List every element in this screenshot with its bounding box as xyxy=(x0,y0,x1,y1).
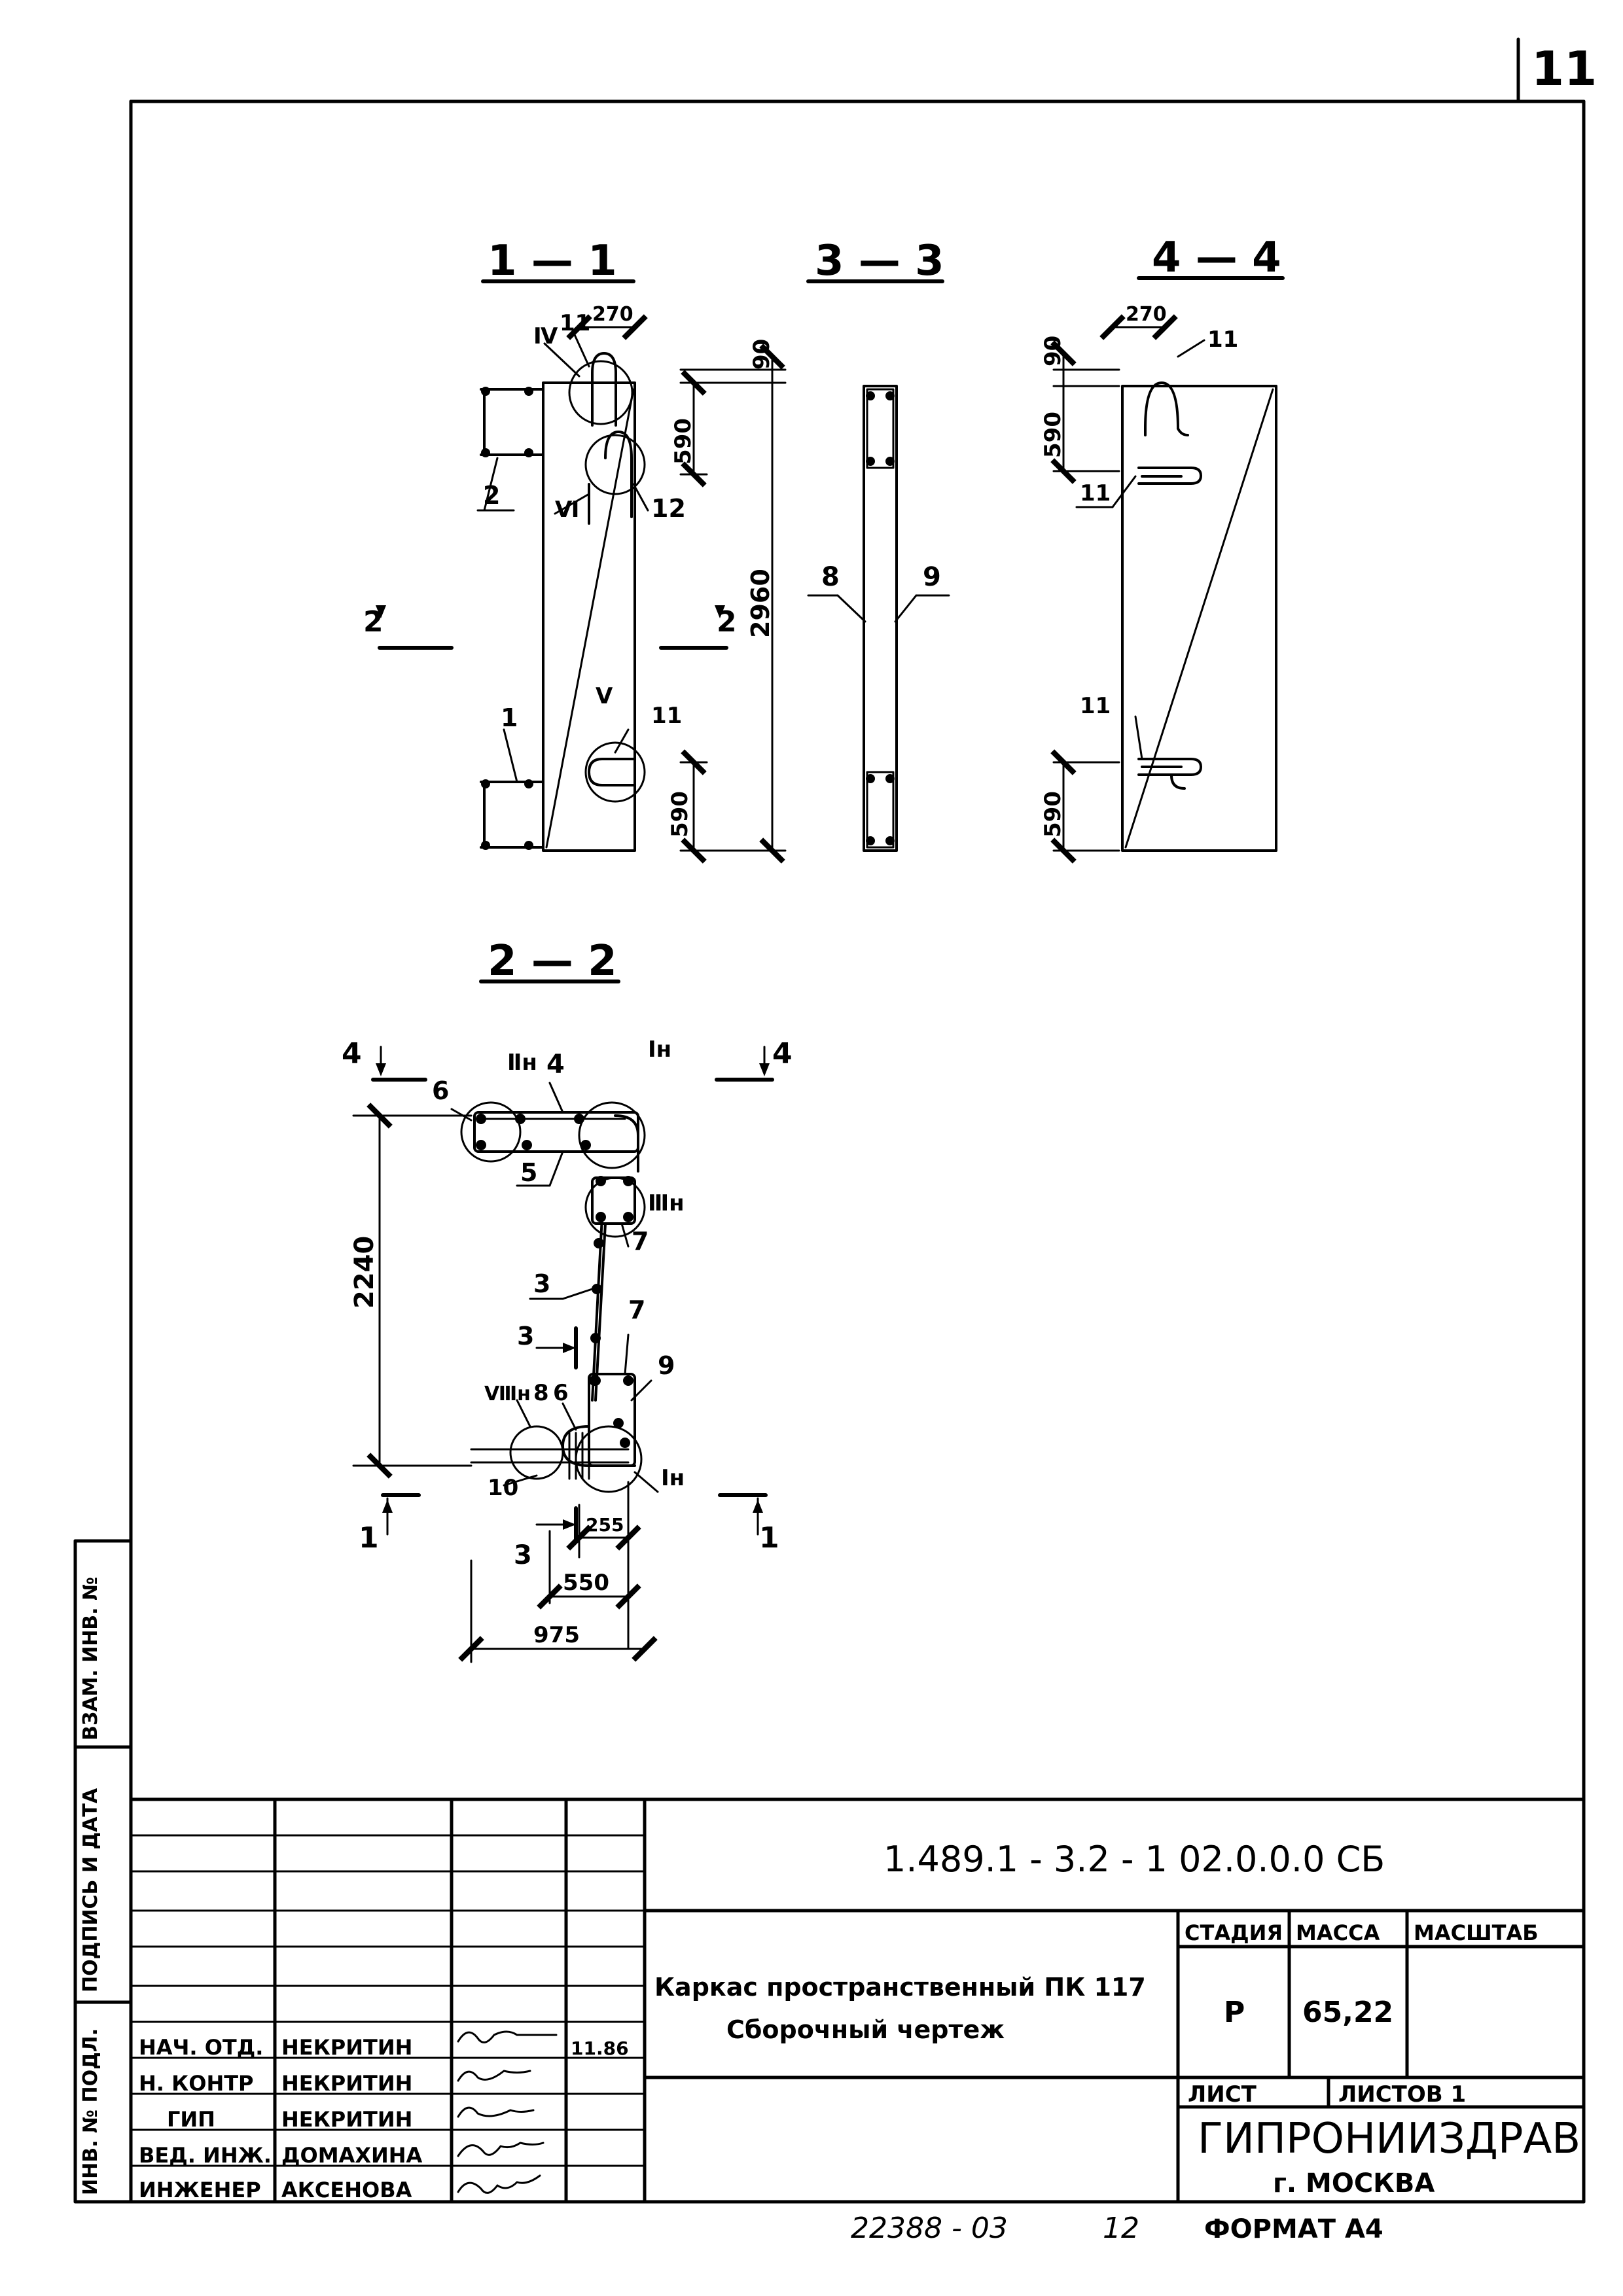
label: 2960 xyxy=(746,569,775,638)
label: 9 xyxy=(658,1351,675,1380)
label: 590 xyxy=(1040,791,1066,838)
side-stamp-inv-podl: ИНВ. № ПОДЛ. xyxy=(79,2028,102,2195)
section-2-2-title: 2 — 2 xyxy=(488,937,617,985)
signature-scribbles xyxy=(457,2030,558,2194)
scale-header: МАСШТАБ xyxy=(1414,1920,1539,1945)
signature-name: ДОМАХИНА xyxy=(281,2143,423,2168)
label: Ⅵ xyxy=(555,497,579,523)
label: 6 xyxy=(432,1076,449,1105)
signature-name: НЕКРИТИН xyxy=(281,2107,412,2132)
label: 270 xyxy=(1126,303,1167,326)
section-2-2 xyxy=(352,980,774,1663)
sheets-label: ЛИСТОВ 1 xyxy=(1338,2081,1466,2108)
mass-value: 65,22 xyxy=(1302,1996,1393,2029)
sheet-label: ЛИСТ xyxy=(1188,2081,1257,2108)
label: 6 xyxy=(553,1380,569,1406)
signature-role: ВЕД. ИНЖ. xyxy=(139,2143,272,2168)
label: 11 xyxy=(1207,327,1238,353)
label: Ⅳ xyxy=(533,323,558,349)
label: 8 xyxy=(821,562,840,592)
cut-arrows xyxy=(376,605,770,1530)
label: 4 xyxy=(772,1037,793,1070)
label: 11 xyxy=(1080,693,1111,719)
side-stamp-podpis: ПОДПИСЬ И ДАТА xyxy=(79,1788,102,1992)
label: 3 xyxy=(517,1322,534,1351)
label: 590 xyxy=(1040,412,1066,458)
label: 5 xyxy=(520,1158,537,1187)
label: 270 xyxy=(592,303,633,326)
format-label: ФОРМАТ А4 xyxy=(1204,2214,1383,2244)
label: 90 xyxy=(749,339,775,370)
label: 2 xyxy=(483,481,500,510)
label: 590 xyxy=(667,791,693,838)
section-3-3-title: 3 — 3 xyxy=(815,237,944,285)
archive-sheet-number: 12 xyxy=(1103,2212,1139,2245)
organization-name: ГИПРОНИИЗДРАВ xyxy=(1198,2115,1580,2163)
stage-value: Р xyxy=(1224,1996,1245,2029)
label: 3 xyxy=(514,1540,532,1570)
label: 9 xyxy=(923,562,941,592)
organization-city: г. МОСКВА xyxy=(1273,2168,1435,2199)
signature-date: 11.86 xyxy=(571,2038,629,2059)
section-3-3 xyxy=(806,279,950,852)
section-4-4 xyxy=(1050,276,1285,864)
label: 3 xyxy=(533,1269,550,1298)
section-1-1 xyxy=(378,279,787,864)
signature-name: АКСЕНОВА xyxy=(281,2178,412,2202)
label: 1 xyxy=(501,703,518,732)
label: Ⅰн xyxy=(661,1465,685,1491)
label: 1 xyxy=(359,1521,379,1555)
drawing-name-line2: Сборочный чертеж xyxy=(726,2015,1005,2044)
section-1-1-title: 1 — 1 xyxy=(488,237,617,285)
label: Ⅴ xyxy=(596,683,613,709)
label: 2240 xyxy=(349,1236,380,1309)
label: 590 xyxy=(670,418,696,465)
stage-header: СТАДИЯ xyxy=(1185,1920,1283,1945)
label: Ⅷн xyxy=(484,1383,531,1405)
label: 90 xyxy=(1040,336,1066,366)
signature-name: НЕКРИТИН xyxy=(281,2071,412,2096)
label: 975 xyxy=(533,1622,580,1648)
label: 11 xyxy=(651,703,682,729)
label: 1 xyxy=(759,1521,779,1555)
label: 8 xyxy=(533,1380,549,1406)
corner-sheet-number: 11 xyxy=(1531,41,1597,96)
signature-role: ГИП xyxy=(167,2107,215,2132)
title-block-grid xyxy=(129,99,1586,2204)
label: Ⅲн xyxy=(648,1190,685,1216)
label: 11 xyxy=(1080,480,1111,506)
signature-role: НАЧ. ОТД. xyxy=(139,2035,263,2060)
signature-role: ИНЖЕНЕР xyxy=(139,2178,261,2202)
side-stamp-vzam: ВЗАМ. ИНВ. № xyxy=(79,1577,102,1740)
label: 255 xyxy=(586,1514,624,1536)
label: 7 xyxy=(632,1227,649,1256)
label: 11 xyxy=(560,310,590,336)
label: Ⅰн xyxy=(648,1036,671,1063)
signature-name: НЕКРИТИН xyxy=(281,2035,412,2060)
label: 12 xyxy=(651,494,686,523)
label: Ⅱн xyxy=(507,1050,537,1076)
label: 10 xyxy=(488,1475,518,1501)
mass-header: МАССА xyxy=(1296,1920,1380,1945)
section-4-4-title: 4 — 4 xyxy=(1152,234,1281,282)
label: 550 xyxy=(563,1570,609,1596)
label: 4 xyxy=(546,1050,565,1080)
archive-number: 22388 - 03 xyxy=(851,2212,1008,2245)
label: 7 xyxy=(628,1296,645,1324)
signature-role: Н. КОНТР xyxy=(139,2071,254,2096)
drawing-name-line1: Каркас пространственный ПК 117 xyxy=(654,1973,1146,2002)
label: 4 xyxy=(342,1037,362,1070)
document-code: 1.489.1 - 3.2 - 1 02.0.0.0 СБ xyxy=(883,1839,1385,1880)
